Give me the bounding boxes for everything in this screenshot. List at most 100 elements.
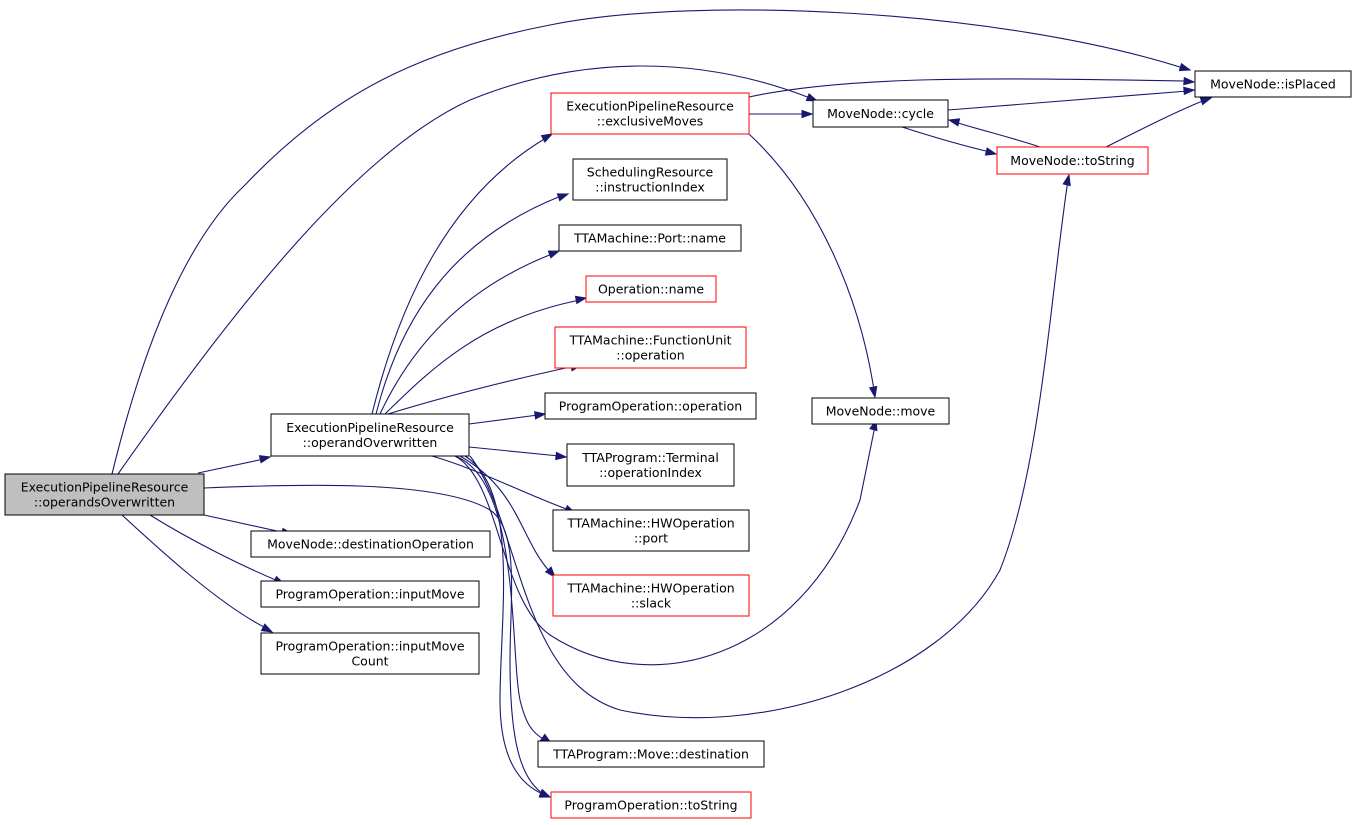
node-exclusiveMoves[interactable]: ExecutionPipelineResource::exclusiveMove… (550, 92, 750, 135)
arrowhead-icon (540, 133, 554, 143)
arrowhead-icon (1183, 86, 1196, 96)
edges-layer (111, 9, 1213, 798)
node-hwPort[interactable]: TTAMachine::HWOperation::port (552, 509, 750, 552)
node-box (811, 397, 950, 425)
node-label: Operation::name (598, 282, 704, 297)
node-inputMove[interactable]: ProgramOperation::inputMove (260, 580, 480, 608)
node-box (260, 580, 480, 608)
node-moveDestination[interactable]: TTAProgram::Move::destination (537, 740, 765, 768)
arrowhead-icon (947, 118, 961, 127)
edge-line (203, 514, 287, 534)
arrowhead-icon (260, 623, 274, 633)
node-label: ::operationIndex (599, 465, 702, 480)
node-operationIndex[interactable]: TTAProgram::Terminal::operationIndex (566, 443, 735, 487)
edge-line (954, 121, 1041, 148)
arrowhead-icon (538, 789, 552, 798)
nodes-layer: ExecutionPipelineResource::operandsOverw… (4, 70, 1352, 819)
node-mnToString[interactable]: MoveNode::toString (996, 146, 1149, 175)
edge-operandOverwritten-to-poToString (464, 455, 552, 798)
node-box (554, 326, 747, 369)
arrowhead-icon (556, 193, 570, 202)
edge-operandOverwritten-to-hwPort (431, 455, 577, 514)
node-fuOperation[interactable]: TTAMachine::FunctionUnit::operation (554, 326, 747, 369)
edge-line (748, 133, 875, 391)
arrowhead-icon (547, 250, 561, 259)
edge-root-to-isPlaced (111, 9, 1192, 475)
node-box (812, 99, 949, 128)
arrowhead-icon (805, 93, 819, 102)
arrowhead-icon (1199, 97, 1213, 106)
node-hwSlack[interactable]: TTAMachine::HWOperation::slack (552, 574, 750, 617)
edge-line (947, 90, 1189, 111)
edge-line (117, 65, 811, 475)
node-cycle[interactable]: MoveNode::cycle (812, 99, 949, 128)
edge-root-to-cycle (117, 65, 819, 475)
edge-operandOverwritten-to-hwSlack (459, 455, 556, 579)
edge-exclusiveMoves-to-isPlaced (748, 76, 1196, 98)
edge-line (901, 126, 991, 153)
arrowhead-icon (574, 295, 588, 305)
node-box (550, 92, 750, 135)
node-box (550, 791, 752, 819)
node-poOperation[interactable]: ProgramOperation::operation (544, 392, 757, 420)
node-poToString[interactable]: ProgramOperation::toString (550, 791, 752, 819)
arrowhead-icon (258, 455, 272, 464)
node-box (250, 530, 491, 558)
node-move[interactable]: MoveNode::move (811, 397, 950, 425)
node-label: TTAMachine::Port::name (573, 231, 726, 246)
node-label: ::operandsOverwritten (34, 495, 175, 510)
node-operationName[interactable]: Operation::name (585, 275, 717, 303)
edge-line (375, 195, 562, 415)
node-label: ::instructionIndex (595, 180, 705, 195)
edge-line (464, 455, 546, 796)
node-label: Count (351, 654, 388, 669)
node-box (552, 574, 750, 617)
node-label: TTAMachine::HWOperation (566, 516, 734, 531)
node-instructionIndex[interactable]: SchedulingResource::instructionIndex (572, 158, 728, 201)
edge-line (111, 9, 1184, 475)
edge-operandOverwritten-to-mnToString (469, 173, 1071, 719)
edge-line (387, 365, 576, 415)
edge-exclusiveMoves-to-cycle (749, 109, 814, 119)
node-label: TTAMachine::HWOperation (566, 581, 734, 596)
node-isPlaced[interactable]: MoveNode::isPlaced (1194, 70, 1352, 98)
edge-exclusiveMoves-to-move (748, 133, 878, 399)
edge-line (454, 455, 546, 741)
edge-line (384, 299, 581, 415)
edge-mnToString-to-isPlaced (1105, 97, 1213, 148)
node-label: ExecutionPipelineResource (566, 99, 734, 114)
node-box (552, 509, 750, 552)
node-label: ::operation (616, 348, 684, 363)
node-label: MoveNode::move (826, 404, 936, 419)
edge-operandOverwritten-to-poOperation (468, 411, 547, 425)
node-box (270, 413, 470, 457)
edge-line (431, 455, 570, 511)
node-label: ProgramOperation::operation (559, 399, 742, 414)
node-label: ProgramOperation::inputMove (275, 587, 464, 602)
edge-root-to-operandOverwritten (197, 455, 272, 474)
node-label: ProgramOperation::inputMove (275, 639, 464, 654)
edge-operandOverwritten-to-operationName (384, 295, 588, 415)
node-label: ::port (634, 531, 668, 546)
edge-operandOverwritten-to-portName (379, 250, 561, 415)
node-label: TTAProgram::Move::destination (552, 747, 749, 762)
arrowhead-icon (1178, 62, 1192, 72)
node-label: ProgramOperation::toString (564, 798, 737, 813)
node-root[interactable]: ExecutionPipelineResource::operandsOverw… (4, 473, 205, 516)
node-label: MoveNode::isPlaced (1210, 77, 1336, 92)
node-box (1194, 70, 1352, 98)
node-box (996, 146, 1149, 175)
node-operandOverwritten[interactable]: ExecutionPipelineResource::operandOverwr… (270, 413, 470, 457)
edge-root-to-inputMoveCount (121, 514, 274, 633)
node-box (537, 740, 765, 768)
arrowhead-icon (801, 109, 814, 119)
node-portName[interactable]: TTAMachine::Port::name (558, 224, 742, 252)
arrowhead-icon (868, 385, 878, 399)
node-label: ExecutionPipelineResource (21, 480, 189, 495)
edge-line (748, 78, 1189, 98)
node-destinationOperation[interactable]: MoveNode::destinationOperation (250, 530, 491, 558)
node-label: TTAProgram::Terminal (581, 450, 719, 465)
arrowhead-icon (984, 147, 998, 156)
